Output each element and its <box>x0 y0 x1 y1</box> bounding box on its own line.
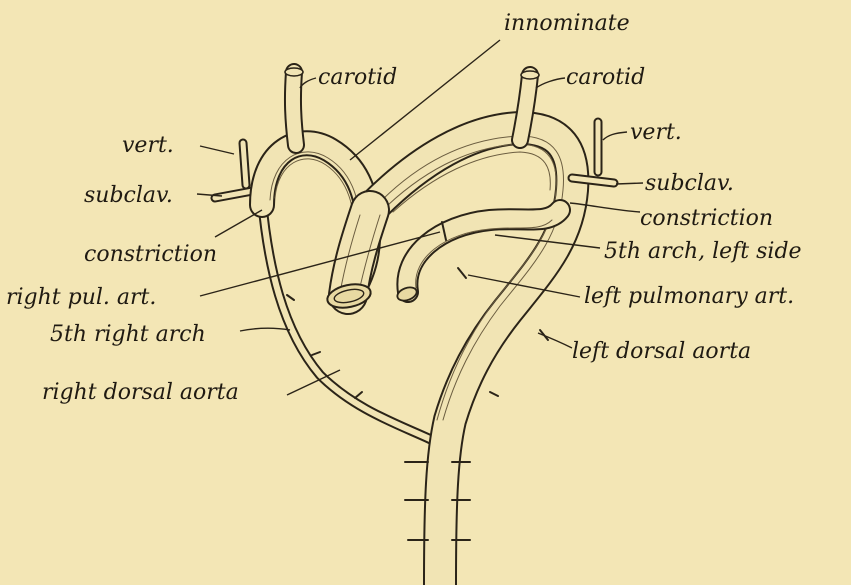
label-constriction-left: constriction <box>640 206 773 231</box>
leader-constriction-right <box>215 210 262 237</box>
label-left-dorsal-aorta: left dorsal aorta <box>572 339 751 364</box>
leader-left-dorsal-aorta <box>538 333 572 348</box>
leader-subclav-left <box>616 183 643 184</box>
label-vert-right: vert. <box>122 133 174 158</box>
label-right-pul-art: right pul. art. <box>6 285 156 310</box>
leader-vert-left <box>603 132 627 140</box>
label-carotid-right: carotid <box>318 65 397 90</box>
label-vert-left: vert. <box>630 120 682 145</box>
label-constriction-right: constriction <box>84 242 217 267</box>
leader-vert-right <box>200 146 234 154</box>
label-subclav-right: subclav. <box>84 183 173 208</box>
label-fifth-arch-left: 5th arch, left side <box>604 239 802 264</box>
vessel-network <box>215 68 614 585</box>
labels: innominate carotid carotid vert. vert. s… <box>6 11 802 405</box>
label-left-pulmonary-art: left pulmonary art. <box>584 284 794 309</box>
label-carotid-left: carotid <box>566 65 645 90</box>
label-right-dorsal-aorta: right dorsal aorta <box>42 380 239 405</box>
label-fifth-right-arch: 5th right arch <box>50 322 206 347</box>
right-carotid-vessel <box>285 68 303 145</box>
leader-fifth-right-arch <box>240 328 290 331</box>
label-innominate: innominate <box>504 11 630 36</box>
label-subclav-left: subclav. <box>645 171 734 196</box>
left-aortic-arch-vessel <box>375 128 572 585</box>
leader-carotid-left <box>536 78 565 88</box>
